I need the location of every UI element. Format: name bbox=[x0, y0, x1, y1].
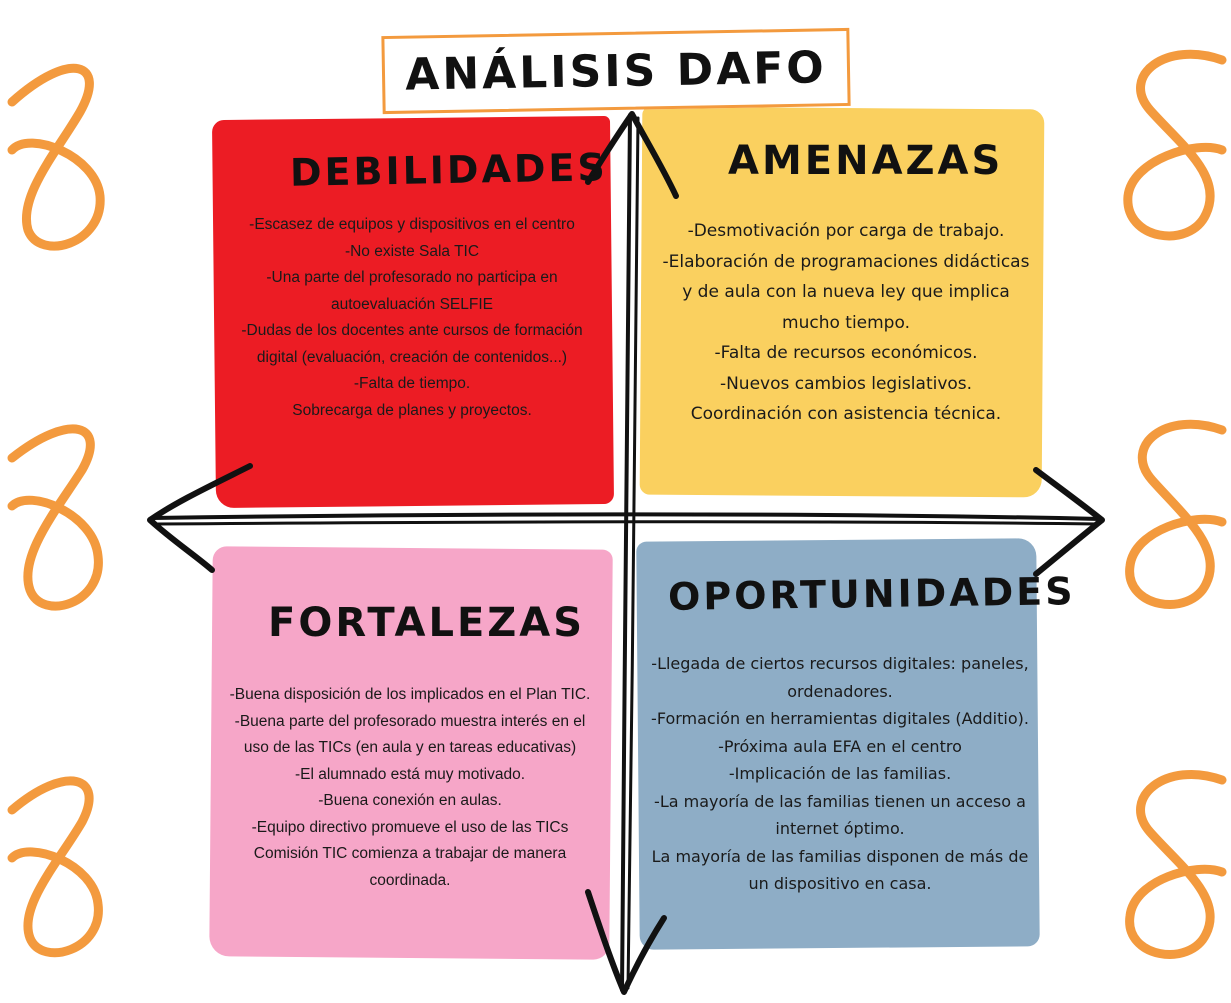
list-item: -Buena conexión en aulas. bbox=[318, 792, 502, 809]
top-arrowhead bbox=[585, 111, 679, 199]
left-arrowhead bbox=[147, 463, 253, 573]
oportunidades-heading: OPORTUNIDADES bbox=[667, 569, 1076, 619]
right-arrowhead bbox=[1033, 467, 1105, 577]
list-item: -Buena disposición de los implicados en … bbox=[229, 686, 591, 703]
list-item: -Nuevos cambios legislativos. bbox=[719, 373, 973, 394]
list-item: -La mayoría de las familias tienen un ac… bbox=[654, 791, 1026, 839]
list-item: -Próxima aula EFA en el centro bbox=[718, 736, 962, 756]
list-item: -Implicación de las familias. bbox=[728, 764, 952, 783]
list-item: -No existe Sala TIC bbox=[344, 242, 480, 260]
list-item: La mayoría de las familias disponen de m… bbox=[651, 846, 1029, 894]
amenazas-heading: AMENAZAS bbox=[728, 138, 1004, 184]
list-item: -Desmotivación por carga de trabajo. bbox=[687, 221, 1005, 241]
list-item: -Buena parte del profesorado muestra int… bbox=[234, 712, 586, 757]
loop-decoration-right-bottom bbox=[1125, 770, 1227, 959]
list-item: -Una parte del profesorado no participa … bbox=[266, 269, 558, 313]
list-item: -Escasez de equipos y dispositivos en el… bbox=[249, 216, 575, 233]
list-item: -Llegada de ciertos recursos digitales: … bbox=[651, 654, 1029, 701]
list-item: Sobrecarga de planes y proyectos. bbox=[292, 401, 532, 419]
debilidades-list: -Escasez de equipos y dispositivos en el… bbox=[228, 212, 596, 424]
list-item: Coordinación con asistencia técnica. bbox=[690, 404, 1002, 424]
list-item: -Formación en herramientas digitales (Ad… bbox=[651, 709, 1029, 728]
debilidades-heading: DEBILIDADES bbox=[289, 145, 609, 195]
list-item: -Dudas de los docentes ante cursos de fo… bbox=[241, 322, 583, 366]
loop-decoration-left-bottom bbox=[7, 776, 103, 958]
fortalezas-list: -Buena disposición de los implicados en … bbox=[224, 682, 596, 894]
loop-decoration-right-top bbox=[1123, 49, 1227, 241]
page-title: ANÁLISIS DAFO bbox=[404, 41, 828, 101]
amenazas-list: -Desmotivación por carga de trabajo. -El… bbox=[660, 216, 1032, 430]
list-item: -Equipo directivo promueve el uso de las… bbox=[251, 818, 569, 836]
title-box: ANÁLISIS DAFO bbox=[381, 27, 851, 115]
list-item: -Falta de recursos económicos. bbox=[714, 343, 978, 363]
loop-decoration-left-middle bbox=[7, 424, 103, 611]
list-item: -Elaboración de programaciones didáctica… bbox=[662, 251, 1030, 333]
oportunidades-list: -Llegada de ciertos recursos digitales: … bbox=[650, 650, 1030, 898]
fortalezas-heading: FORTALEZAS bbox=[268, 600, 586, 646]
horizontal-axis-line bbox=[150, 512, 1102, 521]
loop-decoration-right-middle bbox=[1125, 419, 1227, 609]
list-item: -Falta de tiempo. bbox=[353, 375, 471, 392]
list-item: Comisión TIC comienza a trabajar de mane… bbox=[253, 845, 567, 889]
bottom-arrowhead bbox=[585, 889, 667, 995]
vertical-axis-line bbox=[620, 113, 632, 992]
loop-decoration-left-top bbox=[7, 63, 105, 251]
list-item: -El alumnado está muy motivado. bbox=[294, 765, 526, 783]
